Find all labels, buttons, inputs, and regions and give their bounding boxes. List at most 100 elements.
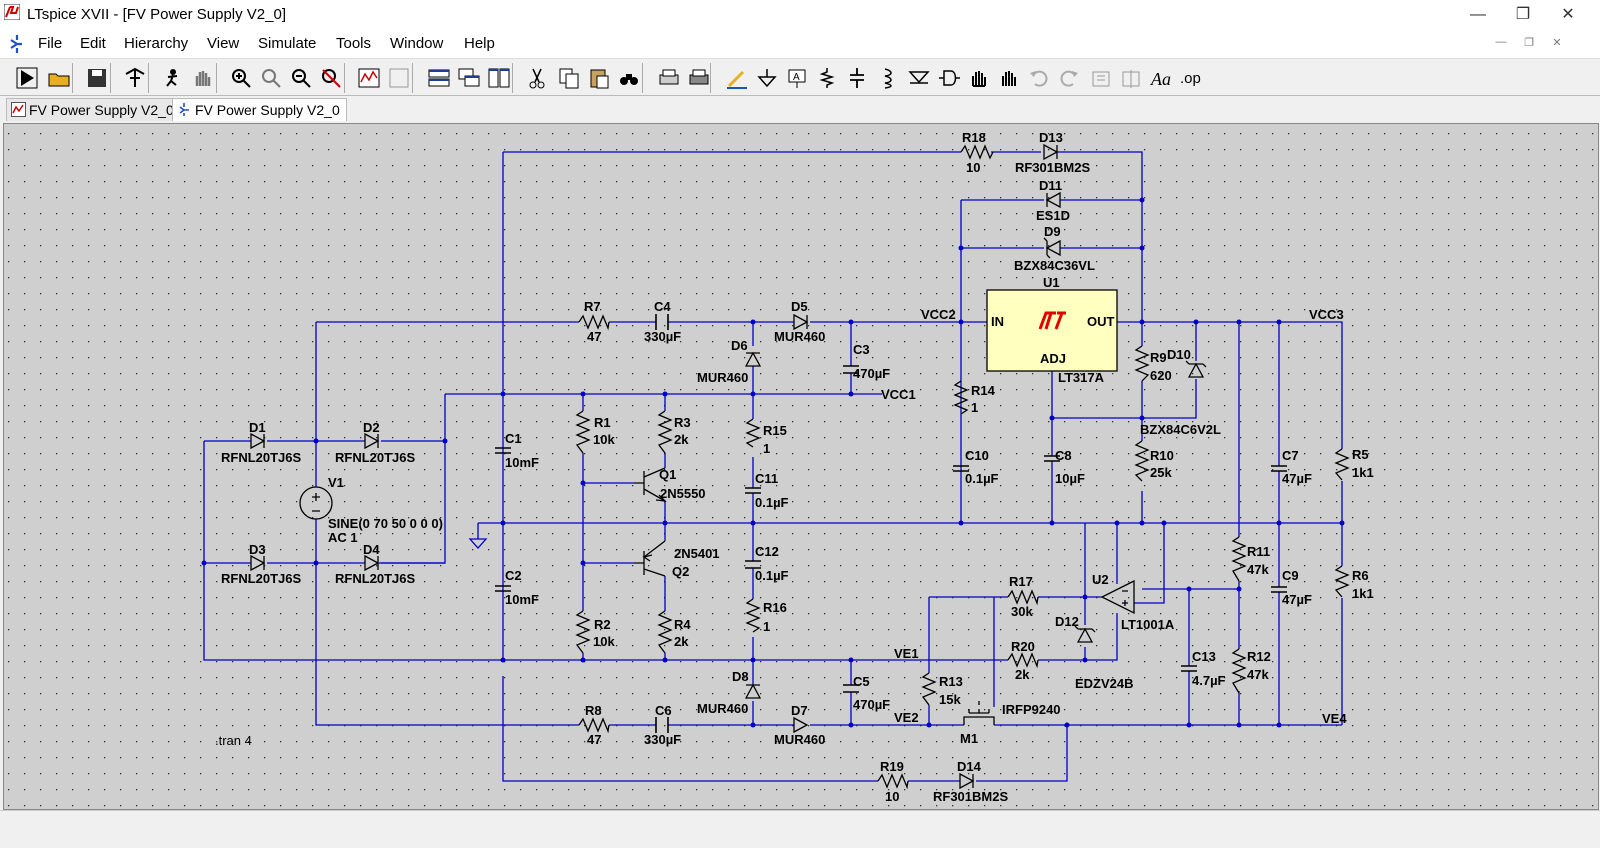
- autorange-button[interactable]: [386, 65, 412, 91]
- capacitor-button[interactable]: [844, 65, 870, 91]
- toolbar-separator: [412, 63, 413, 93]
- label-c13: C13: [1192, 649, 1216, 664]
- mdi-close-button[interactable]: ✕: [1552, 37, 1562, 49]
- mdi-minimize-button[interactable]: —: [1495, 36, 1507, 48]
- menu-window[interactable]: Window: [390, 35, 444, 52]
- label-d12-value: EDZV24B: [1075, 676, 1134, 691]
- save-button[interactable]: [84, 65, 110, 91]
- menu-view[interactable]: View: [207, 35, 240, 52]
- mdi-restore-button[interactable]: ❐: [1524, 37, 1534, 49]
- print-preview-button[interactable]: [656, 65, 682, 91]
- rotate-button[interactable]: [1088, 65, 1114, 91]
- label-r18: R18: [962, 130, 986, 145]
- tab-waveform[interactable]: FV Power Supply V2_0: [6, 98, 181, 121]
- waveform-button[interactable]: [356, 65, 382, 91]
- pan-button[interactable]: [190, 65, 216, 91]
- spice-directive-tran[interactable]: .tran 4: [215, 733, 252, 748]
- label-d9-value: BZX84C36VL: [1014, 258, 1095, 273]
- zoom-area-icon: [232, 69, 251, 88]
- halt-button[interactable]: [160, 65, 186, 91]
- mirror-icon: [1122, 70, 1140, 88]
- toolbar-separator: [512, 63, 513, 93]
- schematic-icon[interactable]: [8, 34, 26, 54]
- drag-button[interactable]: [996, 65, 1022, 91]
- tile-vertical-button[interactable]: [486, 65, 512, 91]
- label-q1: Q1: [659, 467, 676, 482]
- label-r10: R10: [1150, 448, 1174, 463]
- tab-schematic[interactable]: FV Power Supply V2_0: [172, 98, 347, 121]
- ground-button[interactable]: [754, 65, 780, 91]
- tile-horizontal-button[interactable]: [426, 65, 452, 91]
- label-r7-value: 47: [587, 329, 601, 344]
- label-v1: V1: [328, 475, 344, 490]
- menu-edit[interactable]: Edit: [80, 35, 106, 52]
- find-button[interactable]: [616, 65, 642, 91]
- spice-directive-button[interactable]: .op: [1178, 65, 1204, 91]
- label-c7-value: 47µF: [1282, 471, 1312, 486]
- move-button[interactable]: [966, 65, 992, 91]
- menu-file[interactable]: File: [38, 35, 63, 52]
- label-ic-in: IN: [991, 314, 1004, 329]
- minimize-button[interactable]: —: [1470, 6, 1486, 23]
- restore-button[interactable]: ❐: [1515, 6, 1531, 23]
- menu-hierarchy[interactable]: Hierarchy: [124, 35, 189, 52]
- undo-button[interactable]: [1026, 65, 1052, 91]
- zoom-in-icon: [262, 69, 281, 88]
- run-button[interactable]: [14, 65, 40, 91]
- toolbar: A Aa .op: [0, 58, 1600, 96]
- document-tab-bar: FV Power Supply V2_0 FV Power Supply V2_…: [0, 95, 1600, 122]
- schematic-icon: [179, 103, 189, 116]
- resistor-button[interactable]: [814, 65, 840, 91]
- cut-button[interactable]: [524, 65, 550, 91]
- label-net-button[interactable]: A: [784, 65, 810, 91]
- cascade-button[interactable]: [456, 65, 482, 91]
- schematic-canvas[interactable]: R18 10 D13 RF301BM2S D11 ES1D D9 BZX84C3…: [3, 123, 1599, 810]
- text-icon: Aa: [1150, 69, 1171, 89]
- label-r4-value: 2k: [674, 634, 689, 649]
- label-net-vcc2: VCC2: [921, 307, 956, 322]
- mirror-button[interactable]: [1118, 65, 1144, 91]
- label-d10-value: BZX84C6V2L: [1140, 422, 1221, 437]
- label-r16-value: 1: [763, 619, 770, 634]
- text-button[interactable]: Aa: [1148, 65, 1174, 91]
- open-button[interactable]: [46, 65, 72, 91]
- label-c2-value: 10mF: [505, 592, 539, 607]
- control-panel-button[interactable]: [122, 65, 148, 91]
- copy-button[interactable]: [556, 65, 582, 91]
- label-q2-value: 2N5401: [674, 546, 720, 561]
- label-d5: D5: [791, 299, 808, 314]
- zoom-out-button[interactable]: [288, 65, 314, 91]
- waveform-icon: [358, 68, 380, 88]
- inductor-button[interactable]: [874, 65, 900, 91]
- draw-wire-button[interactable]: [724, 65, 750, 91]
- component-icon: [939, 70, 960, 86]
- label-d10: D10: [1167, 347, 1191, 362]
- label-r18-value: 10: [966, 160, 980, 175]
- redo-button[interactable]: [1056, 65, 1082, 91]
- menu-simulate[interactable]: Simulate: [258, 35, 317, 52]
- label-r2-value: 10k: [593, 634, 615, 649]
- label-d4-value: RFNL20TJ6S: [335, 571, 416, 586]
- undo-icon: [1030, 70, 1048, 87]
- paste-button[interactable]: [586, 65, 612, 91]
- print-button[interactable]: [686, 65, 712, 91]
- menu-tools[interactable]: Tools: [336, 35, 372, 52]
- label-d13: D13: [1039, 130, 1063, 145]
- label-d6: D6: [731, 338, 748, 353]
- component-button[interactable]: [936, 65, 962, 91]
- label-d8: D8: [732, 669, 749, 684]
- zoom-area-button[interactable]: [228, 65, 254, 91]
- tile-horizontal-icon: [428, 69, 450, 87]
- tab-label: FV Power Supply V2_0: [195, 102, 340, 118]
- lt-logo-icon: [1038, 311, 1066, 330]
- waveform-icon: [11, 102, 26, 117]
- close-button[interactable]: ✕: [1561, 6, 1575, 23]
- zoom-in-button[interactable]: [258, 65, 284, 91]
- diode-button[interactable]: [906, 65, 932, 91]
- menu-help[interactable]: Help: [464, 35, 495, 52]
- cut-icon: [529, 68, 545, 89]
- label-d4: D4: [363, 542, 380, 557]
- zoom-cancel-button[interactable]: [318, 65, 344, 91]
- window-title: LTspice XVII - [FV Power Supply V2_0]: [27, 6, 287, 23]
- spice-directive-icon: .op: [1180, 70, 1201, 87]
